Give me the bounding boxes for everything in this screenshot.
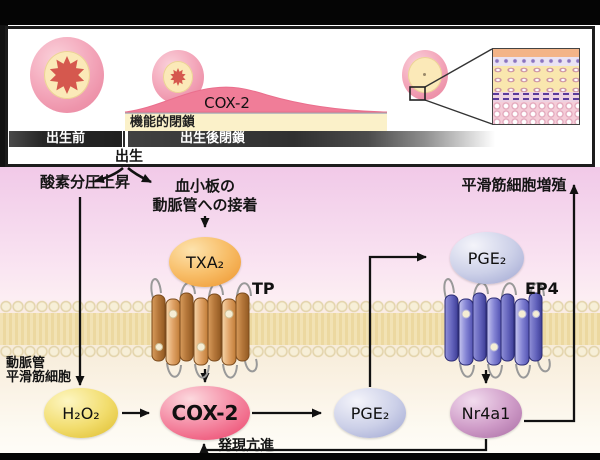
smooth-muscle-cell-line1: 動脈管: [6, 356, 46, 371]
elastic-lamina-line: [493, 98, 579, 100]
smooth-muscle-cell-label: 動脈管 平滑筋細胞: [6, 357, 90, 385]
functional-closure-bar: 機能的閉鎖: [125, 114, 387, 131]
ep4-receptor-loops: [443, 278, 551, 379]
left-frame-edge: [0, 25, 8, 167]
ep4-beads: [461, 309, 540, 352]
postnatal-closure-bar: 出生後閉鎖: [128, 131, 565, 147]
vessel-closed-center-dot: [423, 73, 426, 76]
bottom-black-band: [0, 453, 600, 460]
elastic-lamina-line: [493, 93, 579, 95]
ep4-receptor: [443, 278, 551, 379]
platelet-adhesion-line2: 動脈管への接着: [152, 196, 258, 214]
tp-beads: [155, 309, 234, 352]
birth-label: 出生: [115, 149, 143, 165]
platelet-adhesion-line1: 血小板の: [174, 177, 235, 195]
pge2-secretion-arrow: [368, 252, 427, 387]
histology-inset: [492, 48, 580, 125]
nr4a1-node: Nr4a1: [450, 388, 522, 438]
tp-helices: [151, 292, 250, 366]
inset-intima-layer: [493, 66, 579, 92]
inset-media-layer: [493, 102, 579, 124]
pge2-lower-node: PGE₂: [334, 388, 406, 438]
cox2-node: COX-2: [160, 386, 250, 440]
smooth-muscle-cell-line2: 平滑筋細胞: [6, 370, 72, 385]
smc-proliferation-label: 平滑筋細胞増殖: [461, 176, 567, 194]
cox2-curve-label: COX-2: [204, 94, 250, 112]
timeline-overlay: [124, 48, 493, 125]
birth-fork-arrows: [94, 167, 152, 184]
nr4a1-cox2-feedback-arrow: [199, 439, 488, 453]
cox2-expression-curve: [124, 86, 388, 113]
txa2-node: TXA₂: [169, 237, 241, 287]
platelet-adhesion-label: 血小板の 動脈管への接着: [140, 177, 270, 215]
oxygen-rise-label: 酸素分圧上昇: [39, 173, 130, 191]
ep4-helices: [444, 292, 543, 366]
birth-divider: [123, 131, 125, 147]
vessel-functional-lumen: [170, 68, 186, 86]
pathway-overlay: [75, 167, 579, 453]
inset-adventitia-layer: [493, 49, 579, 57]
expression-upregulation-label: 発現亢進: [218, 438, 274, 454]
nr4a1-proliferation-arrow: [524, 184, 579, 423]
magnifier-line-bottom: [424, 99, 493, 125]
magnifier-line-top: [424, 48, 493, 88]
ep4-receptor-label: EP4: [525, 279, 559, 298]
signaling-pathway-panel: 酸素分圧上昇 血小板の 動脈管への接着 平滑筋細胞増殖 TP EP4 動脈管 平…: [0, 167, 600, 454]
magnified-region-box: [409, 86, 426, 101]
vessel-functional-media: [163, 61, 193, 93]
inset-elastic-lamina-layer: [493, 92, 579, 102]
top-black-band: [0, 0, 600, 25]
prenatal-bar: 出生前: [9, 131, 122, 147]
h2o2-node: H₂O₂: [44, 388, 118, 438]
pge2-upper-node: PGE₂: [450, 232, 524, 284]
closure-timeline-panel: COX-2 機能的閉鎖 出生前 出生後閉鎖 出生: [5, 26, 595, 167]
tp-receptor-label: TP: [252, 279, 275, 298]
vessel-prenatal-media: [44, 51, 90, 99]
tp-receptor: [150, 278, 258, 379]
vessel-prenatal: [30, 37, 104, 113]
